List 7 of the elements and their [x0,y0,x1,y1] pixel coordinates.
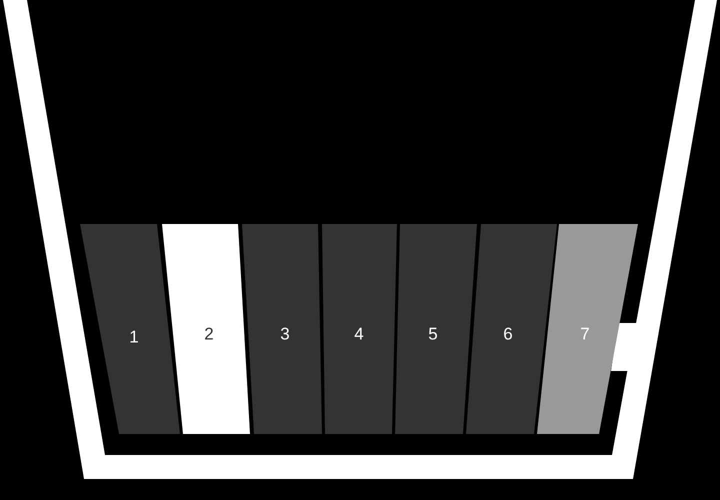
panel-number: 6 [503,326,513,342]
panel-number: 3 [280,326,290,342]
panel-number: 5 [428,326,438,342]
panel-number: 4 [354,326,364,342]
panel-number: 2 [204,326,214,342]
panel-number: 1 [129,328,139,346]
panel-number: 7 [580,326,590,342]
